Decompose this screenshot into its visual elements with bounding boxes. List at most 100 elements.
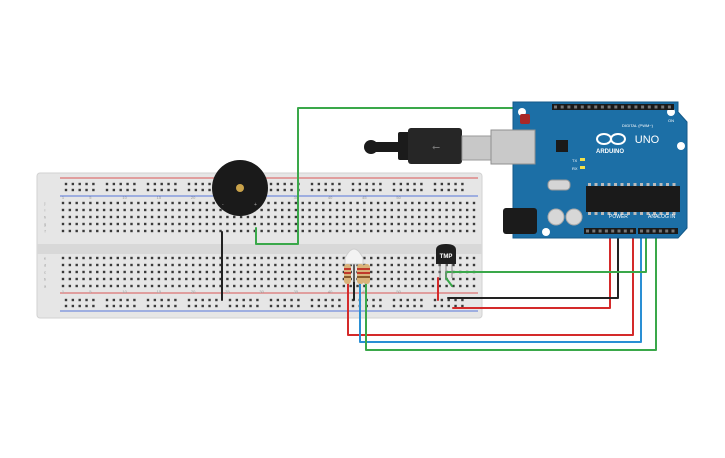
- breadboard-hole: [157, 256, 161, 260]
- power-pin[interactable]: [617, 229, 621, 233]
- digital-pin[interactable]: [607, 105, 611, 109]
- digital-pin[interactable]: [627, 105, 631, 109]
- rail-hole: [215, 304, 218, 308]
- rail-hole: [290, 182, 293, 186]
- breadboard-hole: [418, 270, 421, 274]
- digital-pin[interactable]: [621, 105, 624, 109]
- resistor-3[interactable]: [363, 264, 370, 284]
- digital-pin[interactable]: [554, 105, 557, 109]
- digital-pin-header[interactable]: [552, 104, 674, 110]
- usb-cable[interactable]: ⭠: [364, 128, 493, 164]
- breadboard-hole: [390, 284, 393, 288]
- digital-pin[interactable]: [574, 105, 578, 109]
- digital-pin[interactable]: [667, 105, 671, 109]
- black-wire-gnd[interactable]: [447, 231, 619, 299]
- breadboard-hole: [287, 215, 291, 219]
- reset-button[interactable]: [520, 114, 530, 124]
- breadboard-hole: [452, 215, 455, 219]
- digital-pin[interactable]: [654, 105, 658, 109]
- breadboard-hole: [109, 263, 113, 267]
- breadboard-hole: [363, 215, 366, 219]
- breadboard-hole: [397, 208, 400, 212]
- breadboard-hole: [431, 256, 435, 260]
- piezo-buzzer[interactable]: - +: [212, 160, 268, 216]
- resistor-2[interactable]: [357, 264, 364, 284]
- breadboard-hole: [390, 208, 393, 212]
- rail-hole: [317, 304, 321, 308]
- digital-pin[interactable]: [600, 105, 604, 109]
- breadboard-hole: [308, 229, 311, 233]
- rail-hole: [358, 188, 362, 192]
- breadboard-hole: [96, 277, 99, 281]
- breadboard-hole: [260, 222, 263, 226]
- breadboard-hole: [315, 263, 318, 267]
- breadboard-hole: [253, 229, 256, 233]
- power-pin[interactable]: [586, 229, 589, 233]
- green-wire-sensor-mid[interactable]: [445, 277, 453, 287]
- analog-pin[interactable]: [671, 229, 675, 233]
- analog-pin[interactable]: [646, 229, 650, 233]
- power-pin[interactable]: [598, 229, 602, 233]
- blue-wire-led[interactable]: [359, 231, 642, 343]
- green-wire-buzzer-to-pin[interactable]: [255, 107, 556, 245]
- red-wire-5v[interactable]: [452, 231, 611, 309]
- breadboard-hole: [390, 229, 393, 233]
- arduino-uno-board[interactable]: ARDUINO UNO DIGITAL (PWM~) POWER ANALOG …: [490, 101, 688, 239]
- breadboard-hole: [68, 277, 72, 281]
- power-pin-header[interactable]: [584, 228, 636, 234]
- analog-pin[interactable]: [665, 229, 669, 233]
- digital-pin[interactable]: [614, 105, 618, 109]
- power-pin[interactable]: [592, 229, 596, 233]
- digital-pin[interactable]: [634, 105, 638, 109]
- digital-pin[interactable]: [587, 105, 591, 109]
- digital-pin[interactable]: [560, 105, 564, 109]
- breadboard-hole: [137, 229, 140, 233]
- rail-hole: [146, 182, 150, 186]
- power-pin[interactable]: [630, 229, 634, 233]
- resistors[interactable]: [344, 264, 370, 284]
- breadboard-hole: [281, 284, 284, 288]
- temperature-sensor[interactable]: TMP: [436, 244, 456, 278]
- digital-pin[interactable]: [594, 105, 598, 109]
- column-label: 35: [294, 289, 299, 294]
- rail-hole: [174, 188, 177, 192]
- breadboard[interactable]: 15101520253035404550jihgf 15101520253035…: [36, 172, 483, 319]
- breadboard-hole: [219, 270, 222, 274]
- analog-pin[interactable]: [640, 229, 643, 233]
- green-wire-led[interactable]: [365, 231, 657, 351]
- breadboard-hole: [239, 256, 243, 260]
- digital-pin[interactable]: [641, 105, 645, 109]
- breadboard-hole: [82, 256, 85, 260]
- digital-pin[interactable]: [647, 105, 651, 109]
- breadboard-hole: [150, 263, 154, 267]
- breadboard-hole: [294, 263, 298, 267]
- breadboard-hole: [342, 201, 346, 205]
- resistor-1[interactable]: [344, 264, 351, 284]
- breadboard-hole: [411, 208, 414, 212]
- breadboard-hole: [322, 222, 325, 226]
- breadboard-hole: [137, 215, 140, 219]
- analog-pin[interactable]: [652, 229, 656, 233]
- power-pin[interactable]: [623, 229, 627, 233]
- rail-hole: [187, 298, 191, 302]
- breadboard-hole: [130, 256, 133, 260]
- breadboard-hole: [239, 270, 243, 274]
- breadboard-hole: [198, 263, 202, 267]
- digital-pin[interactable]: [661, 105, 665, 109]
- digital-pin[interactable]: [567, 105, 571, 109]
- breadboard-hole: [342, 277, 346, 281]
- breadboard-hole: [68, 208, 72, 212]
- power-pin[interactable]: [604, 229, 608, 233]
- power-pin[interactable]: [611, 229, 615, 233]
- analog-pin-header[interactable]: [638, 228, 678, 234]
- breadboard-hole: [459, 256, 462, 260]
- breadboard-hole: [418, 263, 421, 267]
- breadboard-hole: [171, 270, 174, 274]
- column-label: 1: [62, 289, 65, 294]
- arduino-model-text: UNO: [635, 134, 660, 146]
- analog-pin[interactable]: [658, 229, 662, 233]
- digital-pin[interactable]: [580, 105, 584, 109]
- rail-hole: [433, 182, 437, 186]
- rail-hole: [447, 298, 450, 302]
- breadboard-hole: [459, 284, 462, 288]
